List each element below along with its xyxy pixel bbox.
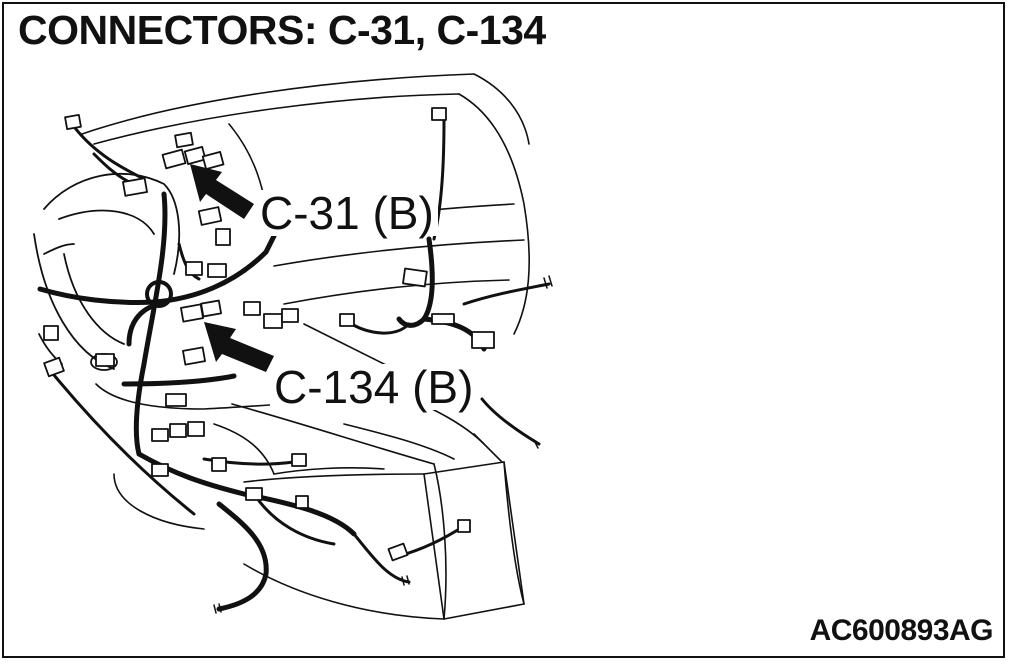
c31-arrow	[190, 164, 254, 219]
diagram-frame: CONNECTORS: C-31, C-134 C-31 (B) C-134 (…	[2, 2, 1005, 658]
dashboard-harness-illustration	[33, 73, 553, 620]
connectors	[43, 107, 495, 562]
page-title: CONNECTORS: C-31, C-134	[18, 7, 546, 53]
wire-ends	[213, 275, 553, 614]
dashboard-outline	[81, 73, 530, 475]
figure-id: AC600893AG	[809, 614, 994, 647]
harness-clamp	[145, 280, 173, 308]
connector-label-c134: C-134 (B)	[270, 364, 478, 410]
connector-label-c31: C-31 (B)	[256, 190, 438, 236]
c134-arrow	[204, 322, 274, 372]
pointer-arrows	[190, 164, 274, 372]
